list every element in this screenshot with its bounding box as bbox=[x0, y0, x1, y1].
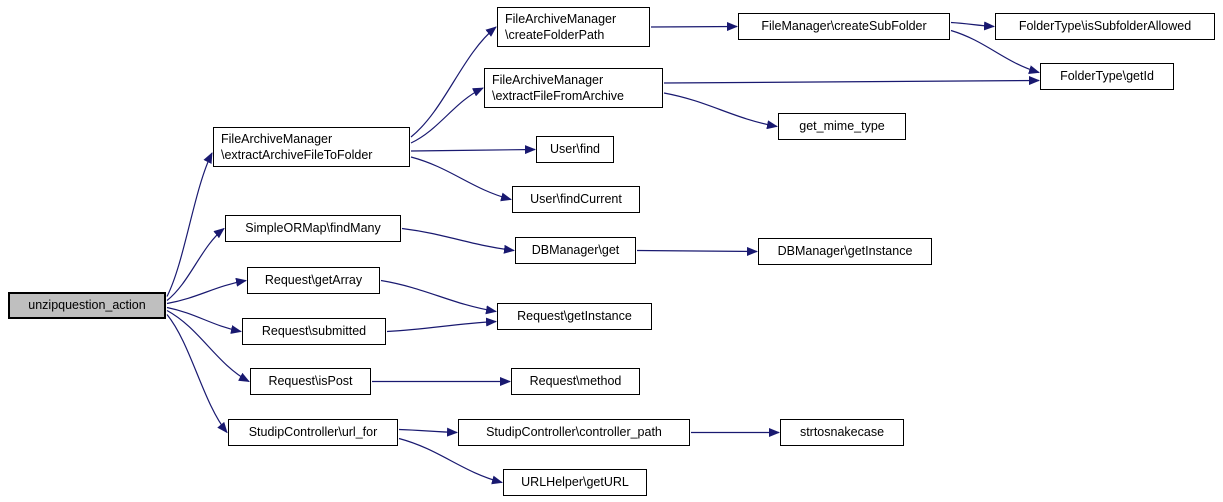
node-label: StudipController\url_for bbox=[248, 425, 378, 440]
call-edge-extract-from-archive-to-folder-get-id bbox=[663, 76, 1040, 86]
node-label: FolderType\isSubfolderAllowed bbox=[1018, 19, 1192, 34]
call-edge-unzip-to-extract-to-folder bbox=[166, 152, 213, 297]
graph-node-unzip: unzipquestion_action bbox=[8, 292, 166, 319]
call-edge-unzip-to-submitted bbox=[166, 306, 242, 334]
call-edge-find-many-to-db-get bbox=[401, 227, 515, 254]
node-label: Request\submitted bbox=[261, 324, 367, 339]
graph-node-get-array[interactable]: Request\getArray bbox=[247, 267, 380, 294]
call-edge-create-sub-folder-to-is-subfolder-allowed bbox=[950, 21, 995, 31]
call-edge-get-array-to-request-get-instance bbox=[380, 279, 497, 315]
call-edge-extract-from-archive-to-get-mime-type bbox=[663, 92, 778, 130]
graph-node-controller-path[interactable]: StudipController\controller_path bbox=[458, 419, 690, 446]
call-edge-unzip-to-url-for bbox=[166, 314, 228, 434]
node-label: strtosnakecase bbox=[799, 425, 885, 440]
call-edge-extract-to-folder-to-extract-from-archive bbox=[410, 87, 484, 144]
call-edge-extract-to-folder-to-user-find bbox=[410, 145, 536, 155]
node-label: Request\getInstance bbox=[517, 309, 632, 324]
node-label: FileArchiveManager bbox=[505, 11, 617, 26]
node-label: FileArchiveManager bbox=[492, 72, 604, 87]
graph-node-get-mime-type[interactable]: get_mime_type bbox=[778, 113, 906, 140]
node-label: \createFolderPath bbox=[505, 28, 605, 42]
call-edge-unzip-to-get-array bbox=[166, 277, 247, 305]
node-label: get_mime_type bbox=[799, 119, 885, 134]
node-label: DBManager\getInstance bbox=[777, 244, 913, 259]
node-label: Request\method bbox=[529, 374, 622, 389]
call-edge-submitted-to-request-get-instance bbox=[386, 317, 497, 333]
graph-node-user-find[interactable]: User\find bbox=[536, 136, 614, 163]
node-label: FileManager\createSubFolder bbox=[761, 19, 927, 34]
node-label: SimpleORMap\findMany bbox=[245, 221, 381, 236]
graph-node-strtosnakecase[interactable]: strtosnakecase bbox=[780, 419, 904, 446]
graph-node-is-post[interactable]: Request\isPost bbox=[250, 368, 371, 395]
call-edge-db-get-to-db-get-instance bbox=[636, 246, 758, 256]
graph-node-db-get[interactable]: DBManager\get bbox=[515, 237, 636, 264]
call-edge-url-for-to-controller-path bbox=[398, 427, 458, 437]
graph-node-url-helper-get-url[interactable]: URLHelper\getURL bbox=[503, 469, 647, 496]
graph-node-url-for[interactable]: StudipController\url_for bbox=[228, 419, 398, 446]
node-label: Request\getArray bbox=[264, 273, 363, 288]
graph-node-request-get-instance[interactable]: Request\getInstance bbox=[497, 303, 652, 330]
graph-node-extract-to-folder[interactable]: FileArchiveManager \extractArchiveFileToF… bbox=[213, 127, 410, 167]
graph-node-user-find-current[interactable]: User\findCurrent bbox=[512, 186, 640, 213]
node-label: unzipquestion_action bbox=[28, 298, 146, 313]
call-edge-create-folder-path-to-create-sub-folder bbox=[650, 22, 738, 32]
node-label: DBManager\get bbox=[531, 243, 620, 258]
node-label: URLHelper\getURL bbox=[521, 475, 629, 490]
node-label: FolderType\getId bbox=[1060, 69, 1154, 84]
graph-node-find-many[interactable]: SimpleORMap\findMany bbox=[225, 215, 401, 242]
graph-node-is-subfolder-allowed[interactable]: FolderType\isSubfolderAllowed bbox=[995, 13, 1215, 40]
node-label: \extractArchiveFileToFolder bbox=[221, 148, 373, 162]
graph-node-folder-get-id[interactable]: FolderType\getId bbox=[1040, 63, 1174, 90]
graph-node-db-get-instance[interactable]: DBManager\getInstance bbox=[758, 238, 932, 265]
call-edge-unzip-to-find-many bbox=[166, 227, 225, 301]
node-label: \extractFileFromArchive bbox=[492, 89, 624, 103]
node-label: Request\isPost bbox=[268, 374, 353, 389]
graph-node-create-sub-folder[interactable]: FileManager\createSubFolder bbox=[738, 13, 950, 40]
node-label: FileArchiveManager bbox=[221, 131, 333, 146]
graph-node-request-method[interactable]: Request\method bbox=[511, 368, 640, 395]
node-label: User\find bbox=[549, 142, 601, 157]
graph-node-extract-from-archive[interactable]: FileArchiveManager \extractFileFromArchiv… bbox=[484, 68, 663, 108]
node-label: User\findCurrent bbox=[530, 192, 622, 207]
call-edge-unzip-to-is-post bbox=[166, 309, 250, 383]
graph-node-create-folder-path[interactable]: FileArchiveManager \createFolderPath bbox=[497, 7, 650, 47]
node-label: StudipController\controller_path bbox=[486, 425, 662, 440]
graph-node-submitted[interactable]: Request\submitted bbox=[242, 318, 386, 345]
call-edge-extract-to-folder-to-user-find-current bbox=[410, 156, 512, 202]
